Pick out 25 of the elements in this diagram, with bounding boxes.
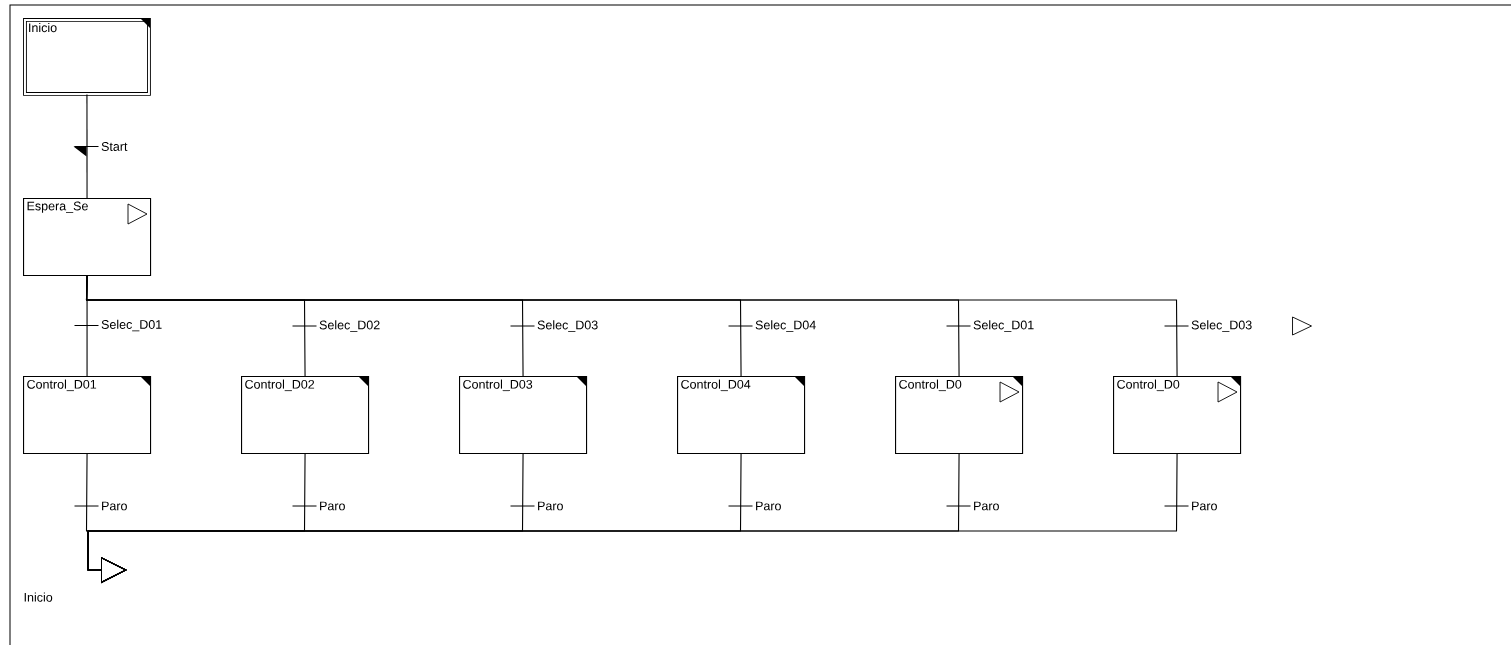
- transition-label: Selec_D01: [973, 320, 1034, 332]
- transition-label: Selec_D03: [537, 320, 598, 332]
- transition-label: Selec_D02: [319, 320, 380, 332]
- connector: [87, 453, 1178, 583]
- connector: [86, 93, 88, 199]
- transition-label: Selec_D01: [101, 319, 162, 332]
- transition-label: Paro: [1192, 501, 1217, 511]
- jump-label: Inicio: [24, 592, 53, 602]
- transition-label: Selec_D04: [755, 320, 816, 332]
- connector: [85, 275, 1178, 377]
- transition-label: Paro: [974, 501, 999, 511]
- step-box: Control_D04: [677, 376, 806, 455]
- step-box: Control_D01: [23, 376, 152, 455]
- step-box: Control_D0: [1113, 376, 1242, 455]
- step-box: Control_D0: [895, 376, 1024, 455]
- initial-step-box: Inicio: [23, 18, 151, 96]
- transition-label: Paro: [756, 501, 781, 511]
- transition-label: Selec_D03: [1191, 320, 1252, 332]
- step-box: Control_D02: [241, 376, 370, 455]
- transition-label: Paro: [538, 501, 563, 511]
- transition-label: Paro: [320, 501, 345, 511]
- transition-label: Start: [101, 142, 128, 151]
- transition-label: Paro: [102, 501, 127, 511]
- step-box: Control_D03: [459, 376, 588, 455]
- step-box: Espera_Se: [23, 198, 152, 277]
